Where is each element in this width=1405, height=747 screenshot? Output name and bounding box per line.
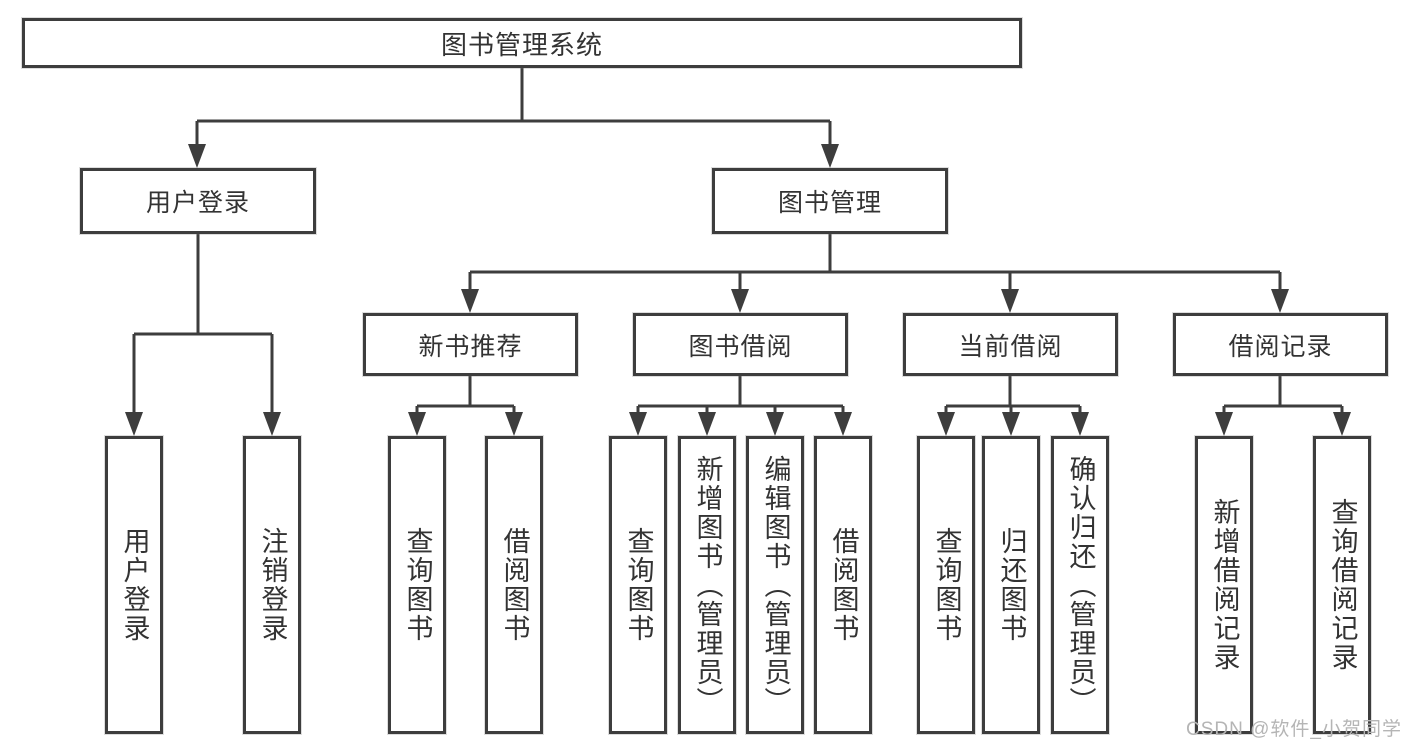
connector-new-book-to-leaves — [408, 376, 523, 436]
node-label: 归还图书 — [996, 527, 1027, 643]
node-label: 图书借阅 — [688, 332, 793, 361]
node-label: 当前借阅 — [958, 332, 1063, 361]
arrowhead — [263, 412, 281, 436]
node-label: 图书管理 — [777, 189, 882, 217]
connector-book-borrow-to-leaves — [629, 376, 852, 436]
arrowhead — [1271, 289, 1289, 313]
node-label: 图书管理系统 — [440, 29, 603, 60]
node-label: 新增图书（管理员） — [692, 454, 723, 716]
node-label: 借阅记录 — [1228, 332, 1333, 361]
node-book-management: 图书管理 — [712, 168, 948, 234]
node-new-book-recommend: 新书推荐 — [363, 313, 578, 376]
arrowhead — [821, 144, 839, 168]
arrowhead — [629, 412, 647, 436]
node-label: 确认归还（管理员） — [1065, 454, 1096, 716]
leaf-edit-book-admin: 编辑图书（管理员） — [746, 436, 804, 734]
leaf-borrow-book-recommend: 借阅图书 — [485, 436, 543, 734]
arrowhead — [1002, 412, 1020, 436]
node-user-login: 用户登录 — [80, 168, 316, 234]
arrowhead — [1333, 412, 1351, 436]
node-label: 新增借阅记录 — [1209, 498, 1240, 672]
arrowhead — [698, 412, 716, 436]
arrowhead — [461, 289, 479, 313]
node-current-borrow: 当前借阅 — [903, 313, 1118, 376]
connector-root-to-level2 — [188, 68, 839, 168]
leaf-add-book-admin: 新增图书（管理员） — [678, 436, 736, 734]
leaf-logout: 注销登录 — [243, 436, 301, 734]
node-label: 编辑图书（管理员） — [760, 454, 791, 716]
connector-book-management-to-level3 — [461, 234, 1289, 313]
arrowhead — [188, 144, 206, 168]
arrowhead — [1001, 289, 1019, 313]
arrowhead — [766, 412, 784, 436]
leaf-confirm-return-admin: 确认归还（管理员） — [1051, 436, 1109, 734]
node-label: 查询图书 — [623, 527, 654, 643]
arrowhead — [125, 412, 143, 436]
connector-current-borrow-to-leaves — [937, 376, 1089, 436]
leaf-query-book-borrow: 查询图书 — [609, 436, 667, 734]
node-label: 借阅图书 — [499, 527, 530, 643]
arrowhead — [505, 412, 523, 436]
csdn-watermark: CSDN @软件_小贺同学 — [1186, 719, 1402, 740]
connector-user-login-to-leaves — [125, 234, 281, 436]
arrowhead — [937, 412, 955, 436]
connector-borrow-record-to-leaves — [1215, 376, 1351, 436]
node-label: 借阅图书 — [828, 527, 859, 643]
node-label: 查询借阅记录 — [1327, 498, 1358, 672]
arrowhead — [731, 289, 749, 313]
node-book-borrow: 图书借阅 — [633, 313, 848, 376]
arrowhead — [1215, 412, 1233, 436]
leaf-user-login: 用户登录 — [105, 436, 163, 734]
node-label: 查询图书 — [402, 527, 433, 643]
node-label: 用户登录 — [145, 189, 250, 217]
leaf-borrow-book: 借阅图书 — [814, 436, 872, 734]
arrowhead — [834, 412, 852, 436]
leaf-query-borrow-record: 查询借阅记录 — [1313, 436, 1371, 734]
node-label: 查询图书 — [931, 527, 962, 643]
leaf-return-book: 归还图书 — [982, 436, 1040, 734]
leaf-query-book-recommend: 查询图书 — [388, 436, 446, 734]
arrowhead — [1071, 412, 1089, 436]
node-label: 用户登录 — [119, 527, 150, 643]
node-root-library-management-system: 图书管理系统 — [22, 18, 1022, 68]
node-label: 注销登录 — [257, 527, 288, 643]
leaf-add-borrow-record: 新增借阅记录 — [1195, 436, 1253, 734]
leaf-query-book-current: 查询图书 — [917, 436, 975, 734]
arrowhead — [408, 412, 426, 436]
node-label: 新书推荐 — [418, 332, 523, 361]
node-borrow-record: 借阅记录 — [1173, 313, 1388, 376]
